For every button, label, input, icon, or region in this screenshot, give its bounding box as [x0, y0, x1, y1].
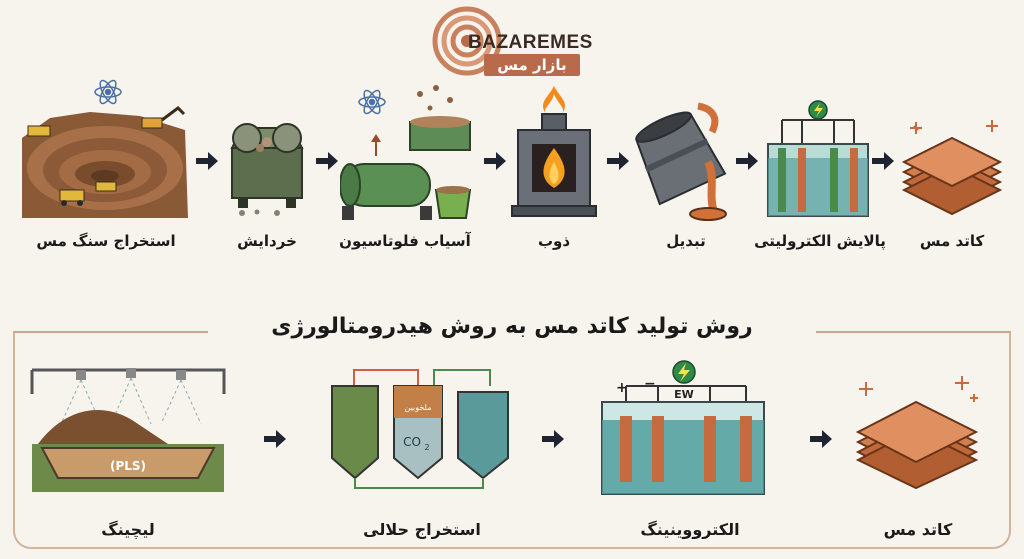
stage-leaching: (PLS): [28, 364, 228, 494]
stage-milling: [340, 80, 478, 222]
logo-farsi-text: بازار مس: [484, 54, 580, 76]
stage-crushing: [222, 108, 312, 220]
arrow-right-icon: [264, 430, 286, 448]
arrow-right-icon: [607, 152, 629, 170]
copper-cathode-icon: [901, 120, 1003, 216]
electrolytic-cell-icon: [767, 100, 869, 217]
stage-label: لیچینگ: [101, 520, 155, 539]
stage-mining: [20, 78, 190, 220]
pls-label: (PLS): [110, 459, 146, 473]
stage-label: استخراج سنگ مس: [36, 232, 176, 250]
converter-icon: [635, 102, 727, 221]
co2-label: CO: [403, 435, 421, 449]
stage-label: کاتد مس: [883, 520, 953, 539]
brand-logo: BAZAREMES بازار مس: [420, 4, 610, 84]
stage-label: استخراج حلالی: [363, 520, 481, 539]
stage-electrowinning: + − EW: [598, 358, 768, 498]
arrow-right-icon: [316, 152, 338, 170]
hydrometallurgy-panel: [13, 331, 1011, 549]
co2-subscript: 2: [424, 443, 429, 452]
stage-label: پالایش الکترولیتی: [754, 232, 886, 250]
section-divider-right: [816, 331, 1011, 333]
stage-refining: [762, 98, 872, 222]
arrow-right-icon: [542, 430, 564, 448]
ew-label: EW: [674, 388, 694, 401]
stage-smelting: [508, 84, 600, 220]
stage-label: خردایش: [237, 232, 297, 250]
stage-converting: [632, 102, 732, 222]
smelting-furnace-icon: [511, 86, 597, 217]
stage-label: ذوب: [537, 232, 571, 250]
stage-label: الکترووینینگ: [640, 520, 740, 539]
heap-leaching-icon: (PLS): [30, 368, 226, 492]
ball-mill-flotation-icon: [340, 85, 472, 220]
stage-cathode-hydro: [852, 372, 982, 490]
electrowinning-icon: + − EW: [601, 360, 765, 495]
solvent-extraction-icon: ملخوبین CO 2: [331, 369, 509, 489]
arrow-right-icon: [872, 152, 894, 170]
open-pit-mine-icon: [22, 79, 188, 218]
copper-cathode-icon: [855, 376, 979, 490]
arrow-right-icon: [810, 430, 832, 448]
jaw-crusher-icon: [230, 123, 304, 216]
stage-label: آسیاب فلوتاسیون: [339, 232, 471, 250]
section-divider-left: [13, 331, 208, 333]
logo-latin-text: BAZAREMES: [468, 32, 593, 53]
tank-label: ملخوبین: [405, 403, 432, 412]
logo-rings-icon: [432, 6, 502, 76]
stage-cathode: [900, 112, 1004, 216]
stage-solvent-extraction: ملخوبین CO 2: [322, 362, 522, 492]
section-title: روش تولید کاتد مس به روش هیدرومتالورژی: [271, 314, 753, 339]
arrow-right-icon: [736, 152, 758, 170]
arrow-right-icon: [196, 152, 218, 170]
stage-label: کاتد مس: [919, 232, 985, 250]
plus-sign: +: [616, 380, 628, 396]
stage-label: تبدیل: [666, 232, 706, 250]
minus-sign: −: [644, 376, 656, 392]
arrow-right-icon: [484, 152, 506, 170]
